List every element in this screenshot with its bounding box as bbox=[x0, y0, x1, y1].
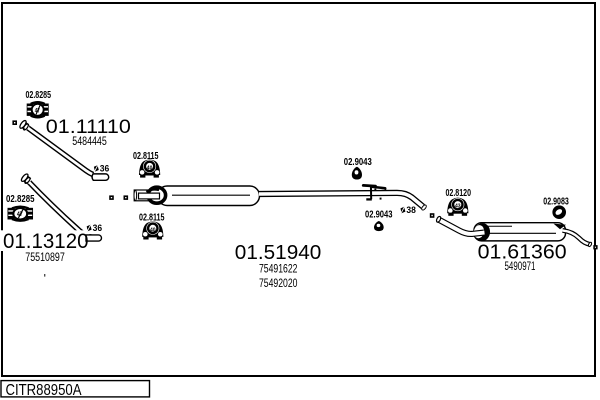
svg-text:38: 38 bbox=[406, 205, 416, 216]
svg-text:01.11110: 01.11110 bbox=[46, 116, 131, 138]
svg-text:5484445: 5484445 bbox=[72, 136, 107, 148]
svg-text:5490971: 5490971 bbox=[505, 260, 536, 273]
svg-text:75510897: 75510897 bbox=[25, 250, 65, 264]
svg-text:02.8285: 02.8285 bbox=[6, 194, 35, 205]
svg-text:36: 36 bbox=[93, 223, 103, 234]
svg-text:02.8285: 02.8285 bbox=[26, 90, 52, 101]
svg-text:02.8115: 02.8115 bbox=[133, 151, 159, 162]
svg-text:75491622: 75491622 bbox=[259, 262, 298, 276]
svg-text:02.8120: 02.8120 bbox=[446, 188, 472, 199]
svg-text:40: 40 bbox=[147, 166, 153, 172]
svg-text:02.9043: 02.9043 bbox=[365, 210, 393, 221]
svg-text:02.9083: 02.9083 bbox=[543, 196, 569, 207]
svg-text:CITR88950A: CITR88950A bbox=[6, 382, 82, 399]
svg-text:01.61360: 01.61360 bbox=[478, 242, 567, 264]
svg-text:01.13120: 01.13120 bbox=[3, 229, 89, 253]
svg-text:36: 36 bbox=[100, 163, 110, 174]
svg-text:40: 40 bbox=[150, 227, 156, 233]
svg-text:02.8115: 02.8115 bbox=[139, 213, 165, 224]
svg-text:75492020: 75492020 bbox=[259, 276, 298, 290]
svg-text:01.51940: 01.51940 bbox=[235, 242, 321, 264]
svg-text:02.9043: 02.9043 bbox=[344, 157, 372, 168]
svg-text:43: 43 bbox=[455, 204, 461, 210]
